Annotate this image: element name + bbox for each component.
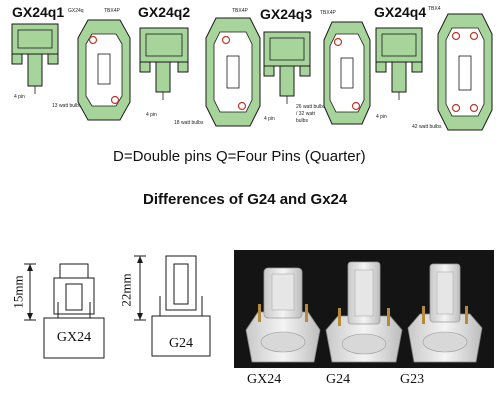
dimension-arrow xyxy=(134,255,146,321)
dimension-arrow xyxy=(24,263,36,321)
base-label: TBX4 xyxy=(428,6,441,12)
type-label: GX24q xyxy=(68,8,84,14)
g24-label: G24 xyxy=(168,336,194,351)
photo-label-gx24: GX24 xyxy=(247,372,282,387)
gx24-label: GX24 xyxy=(56,330,92,345)
base-view-socket xyxy=(205,17,261,127)
wattage: 26 watt bulbs / 32 watt bulbs xyxy=(296,104,326,124)
g24-base-outline xyxy=(151,255,211,357)
pin-count: 4 pin xyxy=(264,116,275,122)
wattage: 13 watt bulbs xyxy=(52,103,82,109)
section-heading: Differences of G24 and Gx24 xyxy=(143,191,348,208)
panel-title: GX24q3 xyxy=(260,6,313,22)
g24-base-photo xyxy=(325,261,403,363)
dimension-label: 22mm xyxy=(118,273,134,307)
side-view-socket xyxy=(11,23,59,94)
base-label: TBX4P xyxy=(320,10,336,16)
base-label: TBX4P xyxy=(104,8,120,14)
panel-title: GX24q4 xyxy=(374,4,427,20)
base-view-socket xyxy=(323,21,371,125)
dimension-label: 15mm xyxy=(10,275,26,309)
base-view-socket xyxy=(437,13,493,131)
socket-photo xyxy=(234,250,494,368)
photo-label-g23: G23 xyxy=(400,372,425,387)
wattage: 18 watt bulbs xyxy=(174,120,204,126)
side-view-socket xyxy=(375,27,423,100)
base-view-socket xyxy=(77,19,131,121)
panel-title: GX24q2 xyxy=(138,4,191,20)
base-label: TBX4P xyxy=(232,8,248,14)
pin-count: 4 pin xyxy=(14,94,25,100)
photo-label-g24: G24 xyxy=(326,372,351,387)
gx24-base-photo xyxy=(245,267,321,363)
gx24-base-outline xyxy=(43,263,105,359)
pin-count: 4 pin xyxy=(376,114,387,120)
pin-legend: D=Double pins Q=Four Pins (Quarter) xyxy=(113,148,366,165)
pin-count: 4 pin xyxy=(146,112,157,118)
g23-base-photo xyxy=(407,263,483,363)
side-view-socket xyxy=(263,31,311,104)
photo-illustration xyxy=(245,261,483,363)
side-view-socket xyxy=(139,27,189,100)
panel-title: GX24q1 xyxy=(12,4,65,20)
wattage: 42 watt bulbs xyxy=(412,124,442,130)
